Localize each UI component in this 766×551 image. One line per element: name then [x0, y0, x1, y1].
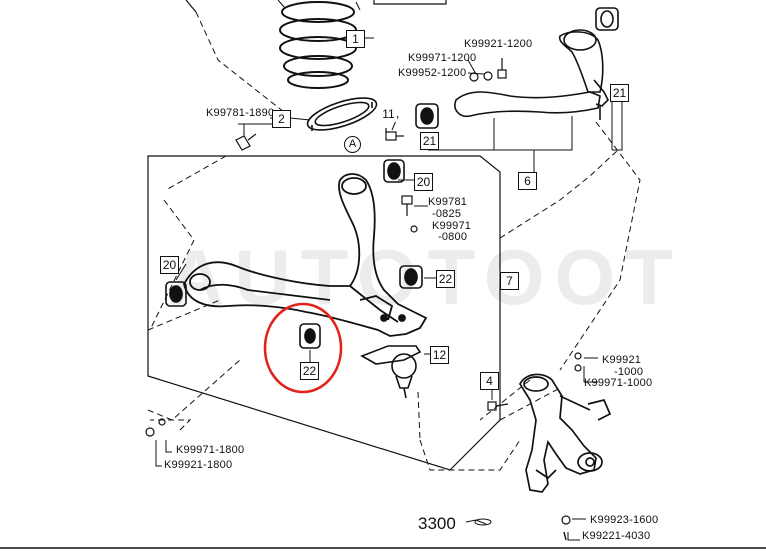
label-k99221-4030: K99221-4030 [582, 530, 651, 542]
bushing-21-mid [415, 103, 439, 129]
label-k99781-1890: K99781-1890 [206, 107, 275, 119]
label-k99921-1000-line2: -1000 [614, 366, 644, 378]
label-k99781-0825-line2: -0825 [432, 208, 462, 220]
nut-k99923-1600 [561, 515, 571, 525]
label-k99781-0825-line1: K99781 [428, 196, 468, 208]
callout-20-right: 20 [414, 173, 433, 191]
dashed-guides [147, 11, 641, 471]
bushing-20-right [383, 159, 405, 183]
callout-20-left: 20 [160, 256, 179, 274]
callout-a: A [344, 136, 361, 153]
bracket-fragment [373, 0, 447, 5]
bolt-11 [385, 128, 404, 141]
label-k99923-1600: K99923-1600 [590, 514, 659, 526]
nut-k99921-1000 [574, 352, 582, 360]
upper-control-arm [454, 29, 609, 120]
steering-knuckle [519, 373, 612, 493]
callout-22-right: 22 [436, 270, 455, 288]
callout-2: 2 [272, 110, 291, 128]
callout-21-top: 21 [610, 84, 629, 102]
callout-4: 4 [480, 372, 499, 390]
label-k99921-1000-line1: K99921 [602, 354, 642, 366]
highlight-circle [263, 302, 343, 394]
callout-1: 1 [346, 30, 365, 48]
label-k99971-1000: K99971-1000 [584, 377, 653, 389]
bushing-22-right [399, 265, 423, 289]
callout-12: 12 [430, 346, 449, 364]
washer-k99971-0800 [410, 225, 418, 233]
callout-6: 6 [518, 172, 537, 190]
callout-22-circled: 22 [300, 362, 319, 380]
coil-spring [279, 1, 357, 89]
bushing-22-circled [299, 323, 321, 349]
label-k99971-0800-line1: K99971 [432, 220, 472, 232]
bushing-20-left [165, 281, 187, 307]
label-k99971-1200: K99971-1200 [408, 52, 477, 64]
callout-21-mid: 21 [420, 132, 439, 150]
spring-seat-ring [306, 97, 378, 131]
label-k99921-1800: K99921-1800 [164, 459, 233, 471]
label-k99952-1200: K99952-1200 [398, 67, 467, 79]
label-k99921-1200: K99921-1200 [464, 38, 533, 50]
bolt-4 [487, 401, 509, 411]
ball-joint-12 [360, 345, 422, 399]
callout-11: 11 [380, 106, 397, 122]
lower-control-arm [183, 173, 428, 337]
nut-k99921-1800 [145, 427, 155, 437]
diagram-number: 3300 [418, 514, 456, 533]
callout-7: 7 [500, 272, 519, 290]
label-k99971-1800: K99971-1800 [176, 444, 245, 456]
washer-k99971-1000 [574, 364, 582, 372]
bushing-top-right [595, 7, 619, 31]
frame-fragment [185, 0, 197, 13]
bolt-k99781-0825 [401, 195, 413, 216]
washer-k99971-1800 [158, 418, 166, 426]
bolt-k99781-1890 [235, 133, 257, 151]
label-k99971-0800-line2: -0800 [438, 231, 468, 243]
